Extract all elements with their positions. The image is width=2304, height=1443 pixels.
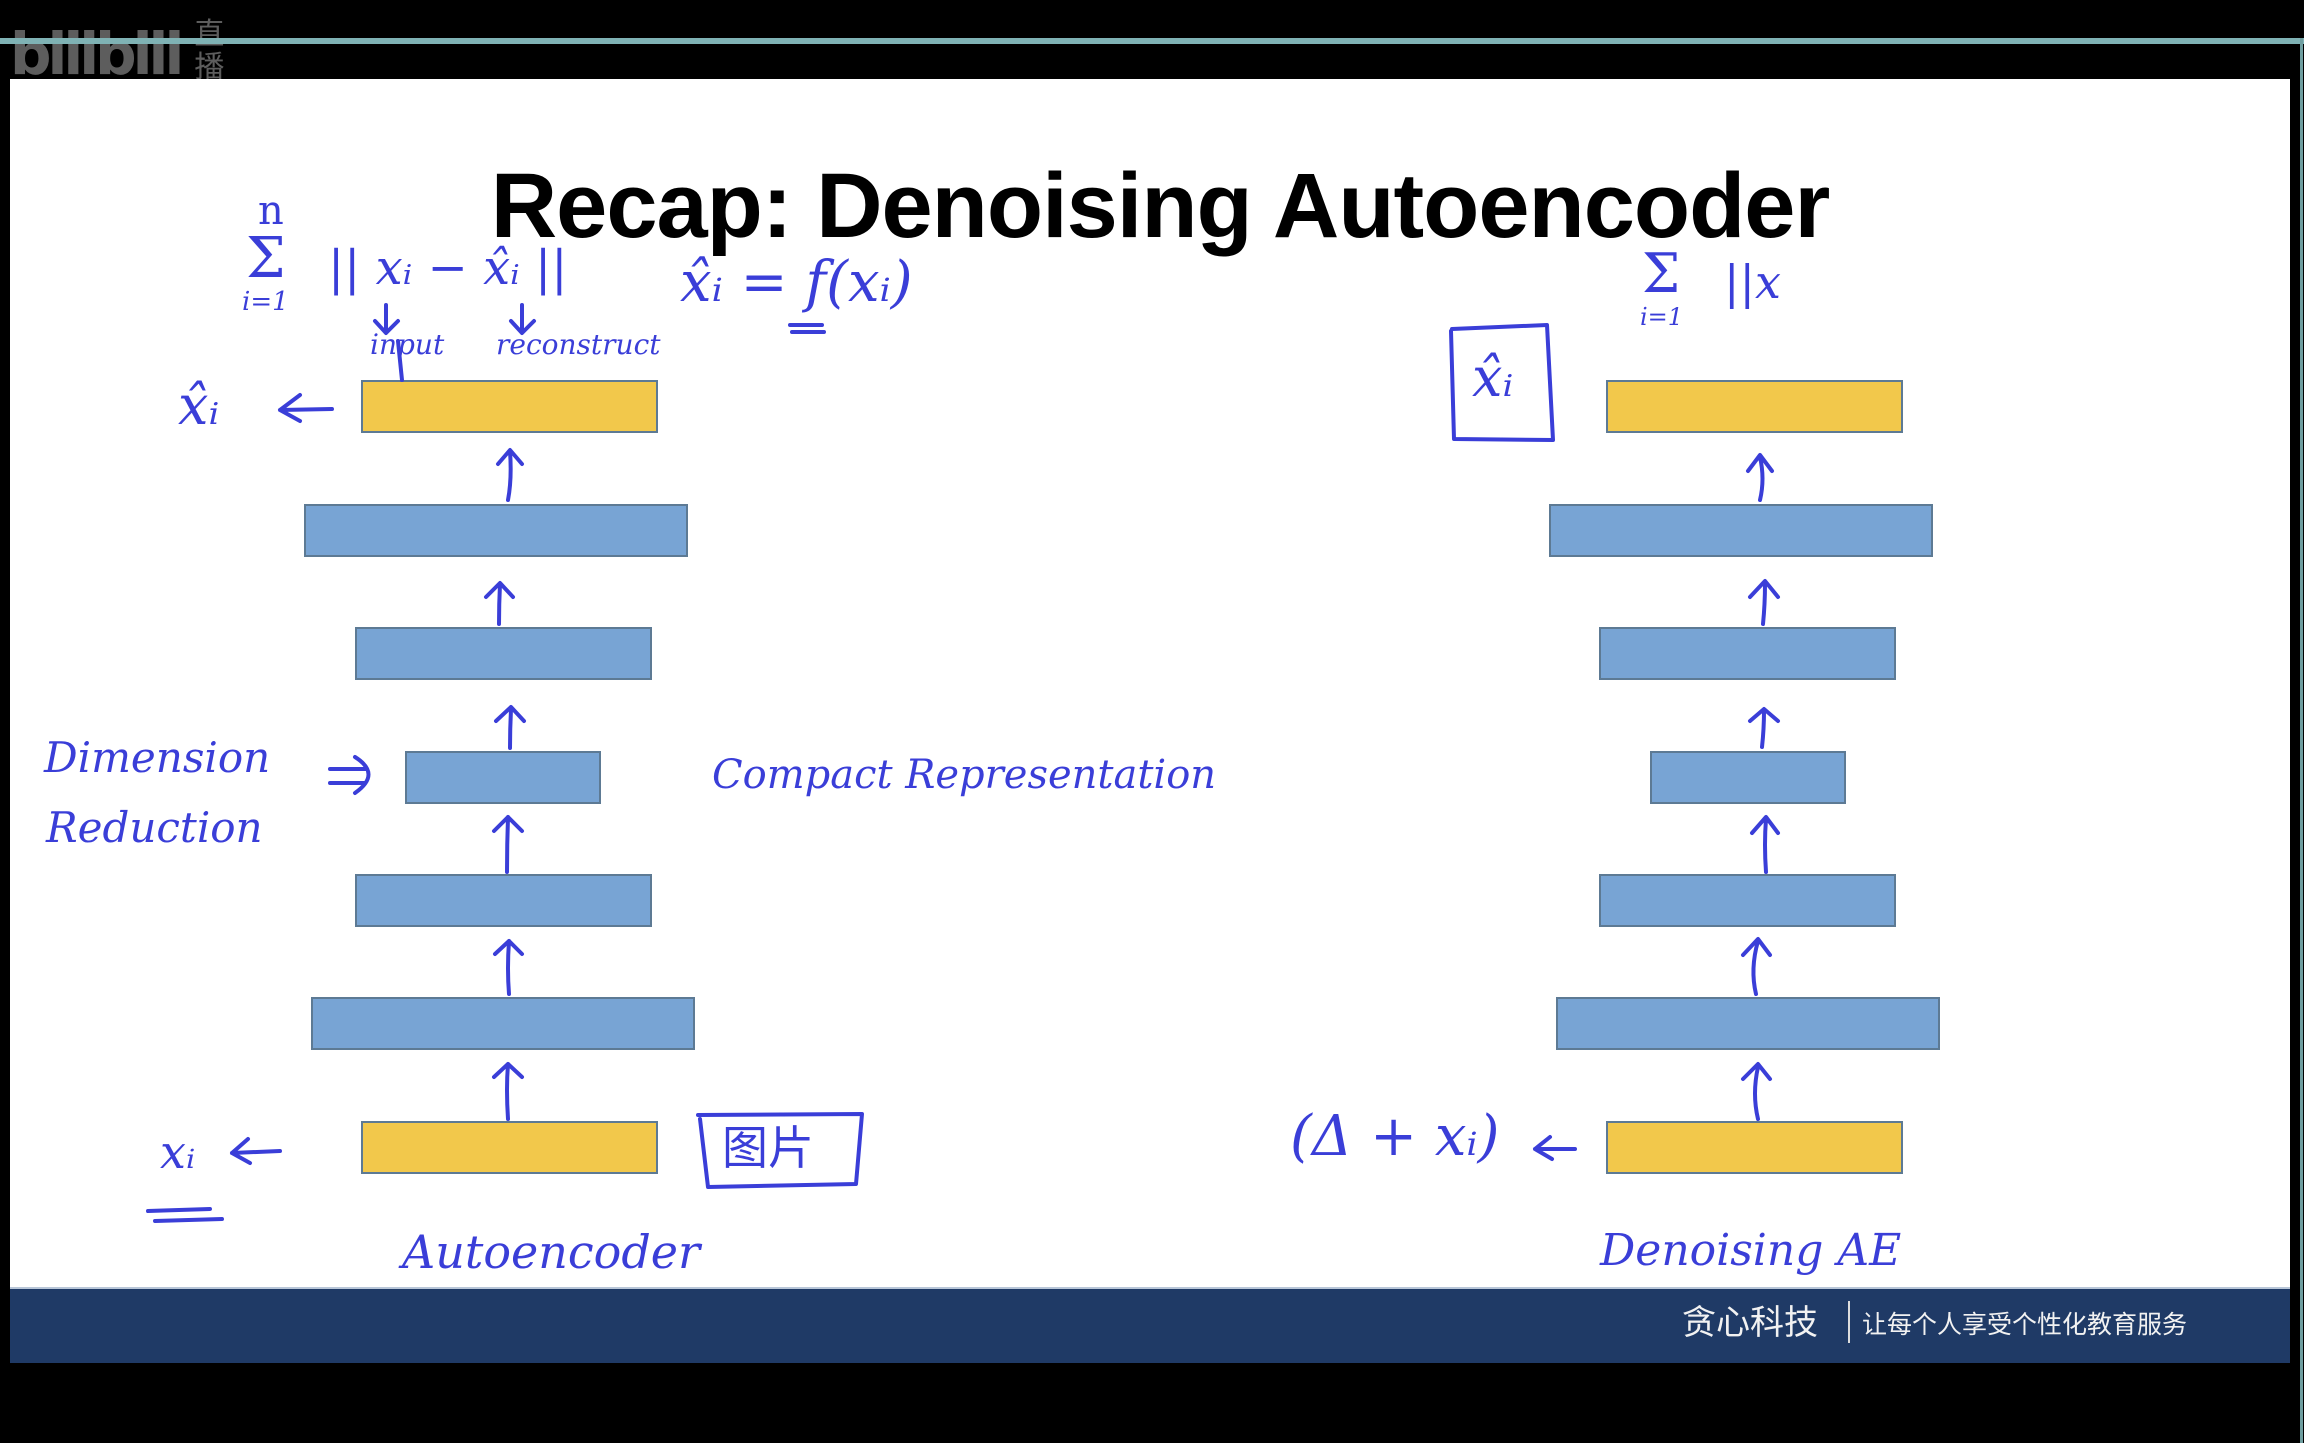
sum-lower-bound: i=1 — [242, 287, 289, 317]
double-arrow-icon — [328, 755, 371, 795]
up-arrow-icon — [484, 581, 515, 626]
image-box-label: 图片 — [722, 1121, 814, 1175]
live-badge-char: 直 — [194, 17, 225, 52]
up-arrow-icon — [1746, 453, 1774, 502]
input-label-left: xᵢ — [160, 1125, 196, 1179]
dae-output-layer — [1606, 380, 1903, 433]
up-arrow-icon — [1750, 815, 1780, 874]
dae-decoder-layer-2 — [1549, 504, 1933, 557]
up-arrow-icon — [492, 815, 524, 874]
underline-stroke — [146, 1207, 224, 1223]
live-badge: 直 播 — [194, 18, 224, 84]
stream-overlay: bilibili 直 播 — [0, 0, 2304, 84]
left-arrow-icon — [1533, 1135, 1577, 1161]
sum-upper-bound: n — [258, 188, 284, 234]
up-arrow-icon — [496, 448, 524, 502]
denoising-ae-caption: Denoising AE — [1600, 1225, 1902, 1276]
sum-symbol: Σ — [246, 226, 286, 291]
right-sum-lower-bound: i=1 — [1640, 303, 1684, 331]
overlay-edge — [2300, 38, 2303, 1443]
function-expression: x̂ᵢ = f(xᵢ) — [680, 250, 913, 315]
underline-stroke — [788, 323, 826, 334]
dimension-reduction-line2: Reduction — [46, 803, 263, 852]
slide-footer: 贪心科技 让每个人享受个性化教育服务 — [10, 1287, 2290, 1363]
right-sum-symbol: Σ — [1642, 242, 1681, 305]
bilibili-live-logo: bilibili 直 播 — [10, 14, 224, 84]
dae-input-layer — [1606, 1121, 1903, 1174]
ae-decoder-layer-1 — [355, 627, 652, 680]
autoencoder-caption: Autoencoder — [402, 1225, 700, 1279]
ae-decoder-layer-2 — [304, 504, 688, 557]
ae-output-layer — [361, 380, 658, 433]
live-badge-char: 播 — [194, 50, 225, 85]
up-arrow-icon — [1741, 1062, 1772, 1121]
footer-tagline: 让每个人享受个性化教育服务 — [1862, 1310, 2188, 1339]
reconstruct-label: reconstruct — [496, 328, 661, 361]
dae-encoder-layer-1 — [1556, 997, 1940, 1050]
footer-brand: 贪心科技 — [1682, 1303, 1818, 1343]
right-output-label: x̂ᵢ — [1472, 346, 1514, 409]
up-arrow-icon — [493, 939, 524, 996]
left-arrow-icon — [278, 393, 334, 423]
slide-title: Recap: Denoising Autoencoder — [490, 155, 1831, 257]
right-loss-partial: ||x — [1724, 255, 1781, 309]
dae-bottleneck-layer — [1650, 751, 1846, 804]
output-label-left: x̂ᵢ — [178, 374, 220, 437]
loss-expression: || xᵢ − x̂ᵢ || — [328, 240, 568, 296]
dae-encoder-layer-2 — [1599, 874, 1896, 927]
left-arrow-icon — [230, 1137, 282, 1165]
ae-encoder-layer-2 — [355, 874, 652, 927]
up-arrow-icon — [1748, 707, 1780, 749]
up-arrow-icon — [492, 1062, 524, 1121]
footer-separator — [1848, 1301, 1850, 1343]
ae-bottleneck-layer — [405, 751, 601, 804]
logo-wordmark: bilibili — [10, 20, 184, 88]
noisy-input-label: (Δ + xᵢ) — [1290, 1104, 1500, 1169]
ae-encoder-layer-1 — [311, 997, 695, 1050]
overlay-divider — [0, 38, 2304, 44]
up-arrow-icon — [494, 705, 526, 750]
dimension-reduction-line1: Dimension — [44, 733, 271, 782]
dae-decoder-layer-1 — [1599, 627, 1896, 680]
ae-input-layer — [361, 1121, 658, 1174]
up-arrow-icon — [1741, 937, 1772, 996]
input-label: input — [370, 328, 445, 361]
up-arrow-icon — [1748, 579, 1780, 626]
compact-representation-label: Compact Representation — [712, 752, 1217, 798]
presentation-slide: Recap: Denoising Autoencoder — [10, 79, 2290, 1363]
